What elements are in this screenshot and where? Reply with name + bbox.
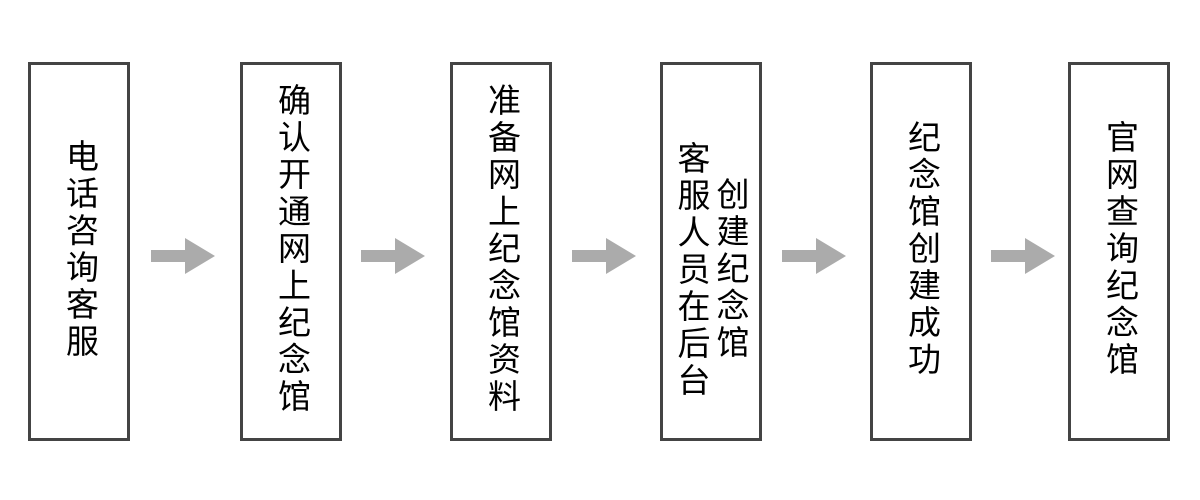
flow-arrow-3 bbox=[572, 236, 636, 276]
flow-arrow-5 bbox=[991, 236, 1055, 276]
flow-step-6-label: 官网查询纪念馆 bbox=[1100, 120, 1140, 379]
flow-step-1[interactable]: 电话咨询客服 bbox=[28, 62, 130, 441]
flow-step-3[interactable]: 准备网上纪念馆资料 bbox=[450, 62, 552, 441]
flow-step-4-label-column-right: 创建纪念馆 bbox=[710, 177, 750, 362]
flow-arrow-1 bbox=[151, 236, 215, 276]
flow-step-2[interactable]: 确认开通网上纪念馆 bbox=[240, 62, 342, 441]
flow-arrow-2 bbox=[361, 236, 425, 276]
flow-step-5-label: 纪念馆创建成功 bbox=[902, 120, 942, 379]
flow-step-2-label: 确认开通网上纪念馆 bbox=[272, 83, 312, 416]
flow-step-1-label: 电话咨询客服 bbox=[60, 138, 100, 361]
flow-step-4-label-column-left: 客服人员在后台 bbox=[672, 141, 711, 400]
flow-step-4[interactable]: 创建纪念馆 客服人员在后台 bbox=[660, 62, 762, 441]
flow-step-3-label: 准备网上纪念馆资料 bbox=[482, 83, 522, 416]
flow-step-6[interactable]: 官网查询纪念馆 bbox=[1068, 62, 1170, 441]
flow-arrow-4 bbox=[782, 236, 846, 276]
flow-step-5[interactable]: 纪念馆创建成功 bbox=[870, 62, 972, 441]
